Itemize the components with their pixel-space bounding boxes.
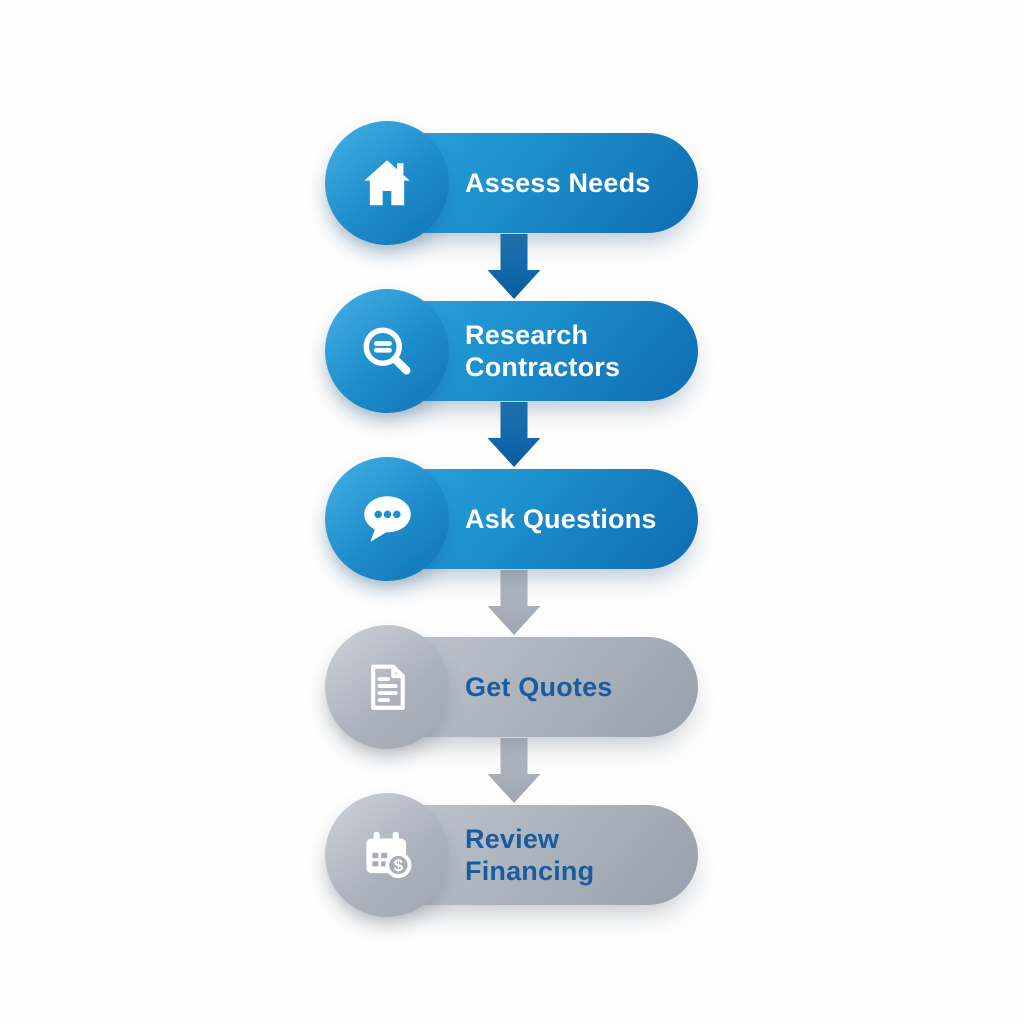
step-icon-badge — [325, 625, 449, 749]
step-assess-needs: Assess Needs — [325, 121, 698, 245]
step-label: Get Quotes — [465, 671, 613, 702]
step-icon-badge — [325, 121, 449, 245]
flow-connector-4 — [330, 737, 698, 805]
flow-connector-2 — [330, 401, 698, 469]
step-icon-badge — [325, 457, 449, 581]
arrow-down-icon — [487, 738, 541, 803]
calendar-dollar-icon: $ — [366, 831, 412, 879]
step-research-contractors: Research Contractors — [325, 289, 698, 413]
step-label: Research Contractors — [465, 319, 621, 382]
step-review-financing: $ Review Financing — [325, 793, 698, 917]
step-label: Ask Questions — [465, 503, 657, 534]
step-label: Review Financing — [465, 823, 595, 886]
flow-connector-1 — [330, 233, 698, 301]
chat-bubble-icon — [364, 496, 411, 542]
step-icon-badge — [325, 289, 449, 413]
home-icon — [364, 160, 410, 206]
svg-text:$: $ — [394, 856, 404, 875]
flow-column: Assess Needs Research Contractors — [325, 121, 698, 917]
arrow-down-icon — [487, 402, 541, 467]
step-icon-badge: $ — [325, 793, 449, 917]
document-icon — [371, 664, 405, 710]
flow-connector-3 — [330, 569, 698, 637]
step-label: Assess Needs — [465, 167, 651, 198]
step-ask-questions: Ask Questions — [325, 457, 698, 581]
step-get-quotes: Get Quotes — [325, 625, 698, 749]
search-icon — [363, 327, 411, 375]
arrow-down-icon — [487, 234, 541, 299]
arrow-down-icon — [487, 570, 541, 635]
